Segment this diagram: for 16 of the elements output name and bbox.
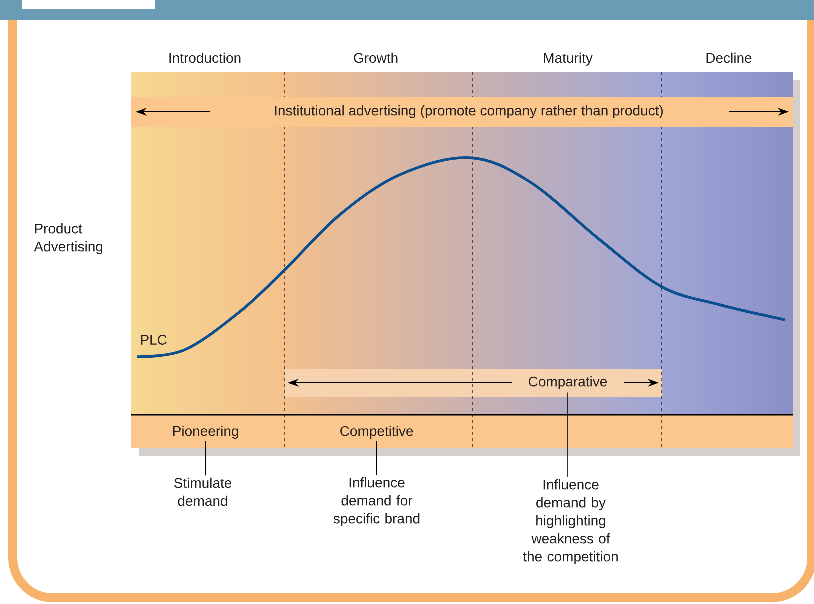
note-text: Stimulate demand	[174, 478, 232, 506]
phase-label: Decline	[706, 52, 752, 64]
advertising-band: Institutional advertising (promote company rather than product)	[131, 97, 793, 127]
curve-label: PLC	[141, 335, 167, 345]
phase-label: Introduction	[170, 52, 241, 64]
leader-line	[205, 440, 206, 476]
note-text: Influence demand by highlighting weakness of the competition	[523, 479, 618, 565]
phase-label: Growth	[354, 52, 398, 64]
axis-label: Product Advertising	[34, 223, 103, 255]
bottom-band	[131, 415, 793, 448]
phase-label: Maturity	[544, 52, 593, 66]
leader-line	[376, 440, 378, 476]
note-text: Influence demand for specific brand	[334, 477, 420, 527]
band-label: Comparative	[525, 373, 611, 393]
band-label: Competitive	[340, 426, 414, 440]
band-label: Pioneering	[173, 426, 238, 440]
